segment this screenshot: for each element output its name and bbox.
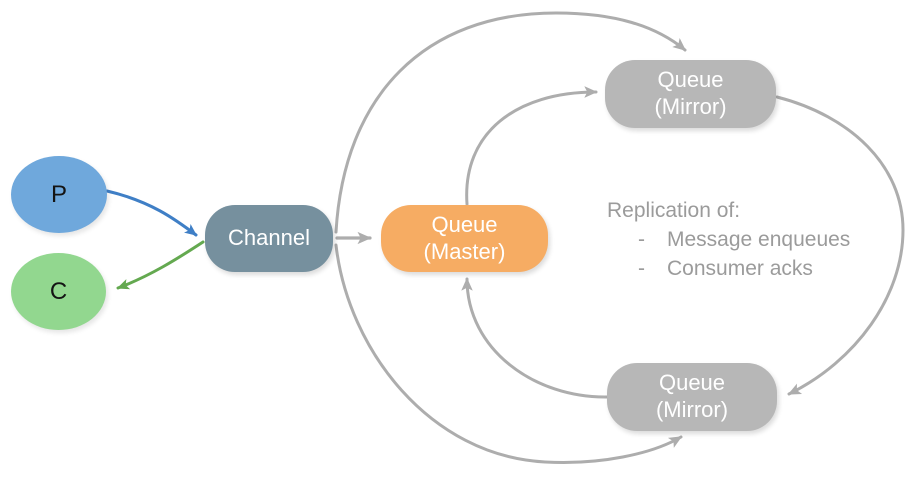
consumer-node: C — [11, 253, 106, 330]
channel-label: Channel — [228, 225, 310, 251]
edge-producer-to-channel — [105, 189, 198, 237]
queue-mirror-top-label-line2: (Mirror) — [654, 94, 727, 119]
consumer-label: C — [49, 277, 68, 305]
queue-master-label-line1: Queue — [431, 211, 498, 237]
edge-queue-mirror-bottom-to-queue-master — [461, 277, 609, 399]
queue-mirror-bottom-label-line1: Queue — [658, 370, 726, 396]
edge-channel-to-consumer — [116, 240, 205, 290]
replication-note-item-text: Message enqueues — [667, 228, 851, 251]
replication-note-item: - Consumer acks — [607, 254, 850, 283]
producer-node: P — [11, 156, 107, 233]
edge-queue-mirror-top-to-queue-mirror-bottom — [775, 95, 905, 396]
replication-note-item-text: Consumer acks — [667, 257, 813, 280]
queue-master-node: Queue (Master) — [381, 205, 548, 272]
edge-queue-master-to-queue-mirror-top — [465, 86, 598, 206]
bullet-dash: - — [638, 257, 645, 280]
replication-note-item: - Message enqueues — [607, 225, 850, 254]
queue-mirror-top-label-line1: Queue — [657, 67, 724, 93]
queue-mirror-bottom-node: Queue (Mirror) — [607, 363, 777, 431]
replication-note-heading: Replication of: — [607, 199, 741, 222]
producer-label: P — [50, 180, 67, 208]
channel-node: Channel — [205, 205, 333, 272]
edge-channel-to-queue-mirror-top — [334, 11, 687, 234]
queue-mirror-bottom-label-line2: (Mirror) — [655, 397, 729, 422]
edge-channel-to-queue-mirror-bottom — [334, 243, 683, 464]
bullet-dash: - — [638, 228, 645, 251]
queue-master-label-line2: (Master) — [423, 238, 506, 264]
replication-note: Replication of: - Message enqueues - Con… — [607, 196, 850, 283]
queue-mirror-top-node: Queue (Mirror) — [605, 60, 776, 128]
